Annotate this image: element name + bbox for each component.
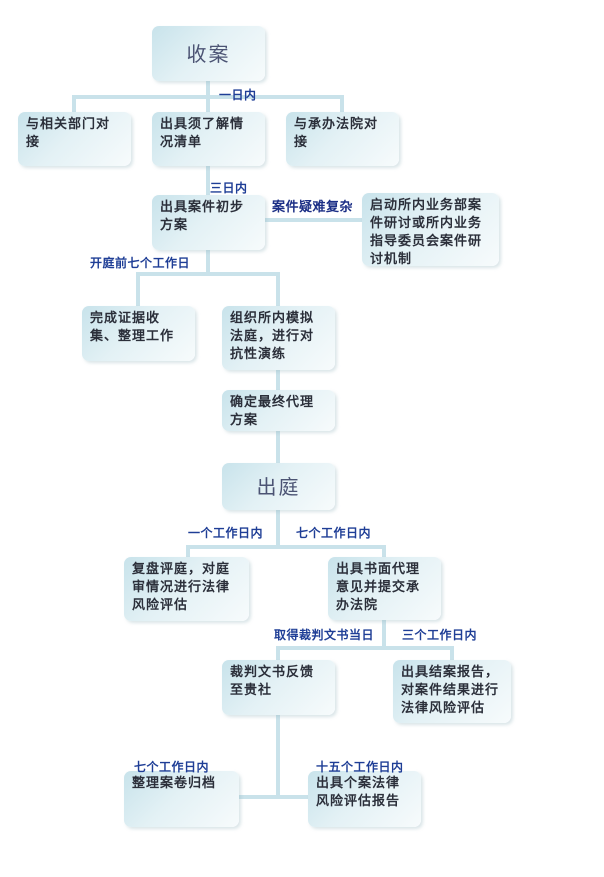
liaise-departments-box: 与相关部门对接 <box>18 112 131 166</box>
info-list-label: 出具须了解情况清单 <box>160 117 245 150</box>
intake-label: 收案 <box>186 41 231 66</box>
label-seven-workdays: 七个工作日内 <box>296 526 372 540</box>
court-label: 出庭 <box>256 474 301 499</box>
final-plan-box: 确定最终代理方案 <box>222 390 335 431</box>
liaise-departments-label: 与相关部门对接 <box>26 117 111 150</box>
feedback-label: 裁判文书反馈至贵社 <box>230 665 315 698</box>
final-plan-label: 确定最终代理方案 <box>230 395 315 428</box>
label-three-workdays: 三个工作日内 <box>402 628 478 642</box>
evidence-label: 完成证据收集、整理工作 <box>90 311 175 344</box>
closing-report-box: 出具结案报告，对案件结果进行法律风险评估 <box>393 660 511 723</box>
written-opinion-box: 出具书面代理意见并提交承办法院 <box>328 557 441 620</box>
intake-box: 收案 <box>152 26 265 81</box>
feedback-box: 裁判文书反馈至贵社 <box>222 660 335 715</box>
closing-report-label: 出具结案报告，对案件结果进行法律风险评估 <box>401 665 500 716</box>
label-one-workday: 一个工作日内 <box>188 526 264 540</box>
archive-box: 整理案卷归档 <box>124 771 239 827</box>
label-complex: 案件疑难复杂 <box>272 200 354 215</box>
risk-report-label: 出具个案法律风险评估报告 <box>316 776 401 809</box>
label-three-days: 三日内 <box>210 181 248 195</box>
liaise-court-label: 与承办法院对接 <box>294 117 379 150</box>
preliminary-plan-box: 出具案件初步方案 <box>152 195 265 250</box>
mock-trial-label: 组织所内模拟法庭，进行对抗性演练 <box>230 311 315 362</box>
review-label: 复盘评庭，对庭审情况进行法律风险评估 <box>132 562 231 613</box>
liaise-court-box: 与承办法院对接 <box>286 112 399 166</box>
court-box: 出庭 <box>222 463 335 510</box>
review-box: 复盘评庭，对庭审情况进行法律风险评估 <box>124 557 249 621</box>
label-judgment-day: 取得裁判文书当日 <box>274 628 375 642</box>
evidence-box: 完成证据收集、整理工作 <box>82 306 195 361</box>
label-fifteen-workdays: 十五个工作日内 <box>316 760 404 774</box>
risk-report-box: 出具个案法律风险评估报告 <box>308 771 421 827</box>
mock-trial-box: 组织所内模拟法庭，进行对抗性演练 <box>222 306 335 370</box>
case-discussion-box: 启动所内业务部案件研讨或所内业务指导委员会案件研讨机制 <box>362 193 499 267</box>
case-discussion-label: 启动所内业务部案件研讨或所内业务指导委员会案件研讨机制 <box>370 198 483 267</box>
label-seven-workdays-archive: 七个工作日内 <box>134 760 210 774</box>
written-opinion-label: 出具书面代理意见并提交承办法院 <box>336 562 421 613</box>
preliminary-plan-label: 出具案件初步方案 <box>160 200 245 233</box>
info-list-box: 出具须了解情况清单 <box>152 112 265 166</box>
label-one-day: 一日内 <box>219 88 257 102</box>
label-seven-days-before: 开庭前七个工作日 <box>90 256 191 270</box>
archive-label: 整理案卷归档 <box>132 776 217 791</box>
